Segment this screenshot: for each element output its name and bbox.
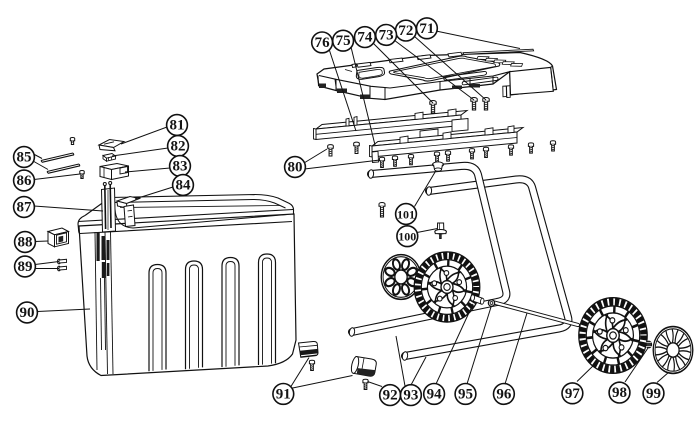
svg-text:71: 71	[419, 21, 434, 37]
svg-text:101: 101	[397, 208, 415, 222]
svg-text:76: 76	[315, 35, 331, 51]
svg-text:97: 97	[565, 386, 581, 402]
svg-text:91: 91	[276, 386, 291, 402]
svg-text:87: 87	[17, 200, 33, 216]
svg-text:74: 74	[357, 30, 373, 46]
svg-text:84: 84	[176, 178, 192, 194]
svg-text:86: 86	[17, 173, 33, 189]
svg-text:81: 81	[170, 118, 185, 134]
svg-text:83: 83	[173, 159, 188, 175]
svg-text:92: 92	[383, 388, 398, 404]
svg-text:88: 88	[18, 235, 33, 251]
svg-text:89: 89	[18, 259, 33, 275]
svg-text:96: 96	[496, 386, 512, 402]
svg-text:90: 90	[20, 305, 35, 321]
svg-text:99: 99	[646, 386, 661, 402]
svg-text:72: 72	[398, 23, 413, 39]
svg-text:73: 73	[379, 27, 394, 43]
svg-text:94: 94	[427, 386, 443, 402]
svg-text:82: 82	[171, 139, 186, 155]
svg-text:75: 75	[336, 33, 351, 49]
svg-text:95: 95	[458, 386, 473, 402]
svg-text:85: 85	[17, 150, 32, 166]
svg-text:80: 80	[288, 160, 303, 176]
svg-text:93: 93	[403, 388, 418, 404]
svg-text:100: 100	[398, 230, 416, 244]
svg-text:98: 98	[612, 385, 627, 401]
